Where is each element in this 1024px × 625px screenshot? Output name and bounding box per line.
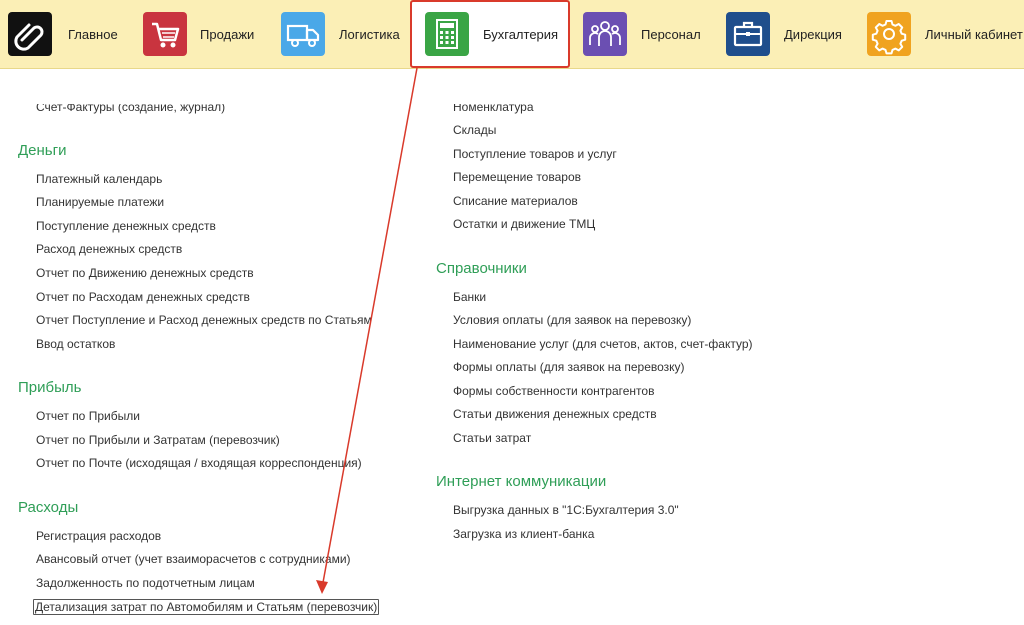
tab-label: Продажи xyxy=(200,27,255,42)
tab-logistika[interactable]: Логистика xyxy=(281,0,411,68)
menu-link[interactable]: Выгрузка данных в "1С:Бухгалтерия 3.0" xyxy=(453,503,679,517)
tab-lichnyy-kabinet[interactable]: Личный кабинет xyxy=(867,0,1023,68)
menu-link[interactable]: Банки xyxy=(453,290,487,304)
menu-link[interactable]: Статьи затрат xyxy=(453,431,532,445)
menu-link[interactable]: Перемещение товаров xyxy=(453,170,581,184)
tab-buhgalteriya[interactable]: Бухгалтерия xyxy=(412,0,568,68)
menu-link[interactable]: Планируемые платежи xyxy=(36,195,165,209)
menu-link[interactable]: Авансовый отчет (учет взаиморасчетов с с… xyxy=(36,552,351,566)
gear-icon xyxy=(867,12,911,56)
menu-link[interactable]: Счет-Фактуры (создание, журнал) xyxy=(36,104,226,114)
top-navigation-bar: Главное Продажи Логистика xyxy=(0,0,1024,69)
menu-link[interactable]: Поступление товаров и услуг xyxy=(453,147,617,161)
menu-link[interactable]: Статьи движения денежных средств xyxy=(453,407,657,421)
section-title-spravochniki: Справочники xyxy=(436,260,527,277)
menu-link[interactable]: Наименование услуг (для счетов, актов, с… xyxy=(453,337,753,351)
menu-link[interactable]: Регистрация расходов xyxy=(36,529,162,543)
menu-link[interactable]: Платежный календарь xyxy=(36,172,163,186)
section-title-dengi: Деньги xyxy=(18,142,67,159)
truck-icon xyxy=(281,12,325,56)
tab-direktsiya[interactable]: Дирекция xyxy=(726,0,856,68)
cart-icon xyxy=(143,12,187,56)
menu-link[interactable]: Отчет по Почте (исходящая / входящая кор… xyxy=(36,456,362,470)
menu-link[interactable]: Списание материалов xyxy=(453,194,578,208)
tab-prodazhi[interactable]: Продажи xyxy=(143,0,263,68)
menu-link[interactable]: Формы собственности контрагентов xyxy=(453,384,655,398)
tab-label: Персонал xyxy=(641,27,701,42)
menu-link[interactable]: Условия оплаты (для заявок на перевозку) xyxy=(453,313,692,327)
menu-link[interactable]: Номенклатура xyxy=(453,104,534,114)
menu-link[interactable]: Отчет по Прибыли и Затратам (перевозчик) xyxy=(36,433,280,447)
tab-glavnoe[interactable]: Главное xyxy=(8,0,128,68)
tab-label: Личный кабинет xyxy=(925,27,1023,42)
menu-link[interactable]: Поступление денежных средств xyxy=(36,219,216,233)
briefcase-icon xyxy=(726,12,770,56)
tab-label: Главное xyxy=(68,27,118,42)
people-icon xyxy=(583,12,627,56)
calculator-icon xyxy=(425,12,469,56)
menu-link-highlighted[interactable]: Детализация затрат по Автомобилям и Стат… xyxy=(33,599,380,615)
section-title-pribyl: Прибыль xyxy=(18,379,82,396)
menu-link[interactable]: Ввод остатков xyxy=(36,337,116,351)
clip-icon xyxy=(8,12,52,56)
tab-label: Логистика xyxy=(339,27,400,42)
menu-link[interactable]: Склады xyxy=(453,123,497,137)
menu-link[interactable]: Отчет по Прибыли xyxy=(36,409,140,423)
menu-link[interactable]: Задолженность по подотчетным лицам xyxy=(36,576,255,590)
tab-label: Дирекция xyxy=(784,27,842,42)
menu-link[interactable]: Отчет по Расходам денежных средств xyxy=(36,290,250,304)
section-title-internet: Интернет коммуникации xyxy=(436,473,607,490)
menu-link[interactable]: Отчет Поступление и Расход денежных сред… xyxy=(36,313,372,327)
section-title-rashody: Расходы xyxy=(18,499,79,516)
menu-link[interactable]: Загрузка из клиент-банка xyxy=(453,527,595,541)
menu-link[interactable]: Формы оплаты (для заявок на перевозку) xyxy=(453,360,685,374)
menu-link[interactable]: Остатки и движение ТМЦ xyxy=(453,217,596,231)
tab-label: Бухгалтерия xyxy=(483,27,559,42)
menu-link[interactable]: Расход денежных средств xyxy=(36,242,183,256)
menu-link[interactable]: Отчет по Движению денежных средств xyxy=(36,266,254,280)
tab-personal[interactable]: Персонал xyxy=(583,0,713,68)
